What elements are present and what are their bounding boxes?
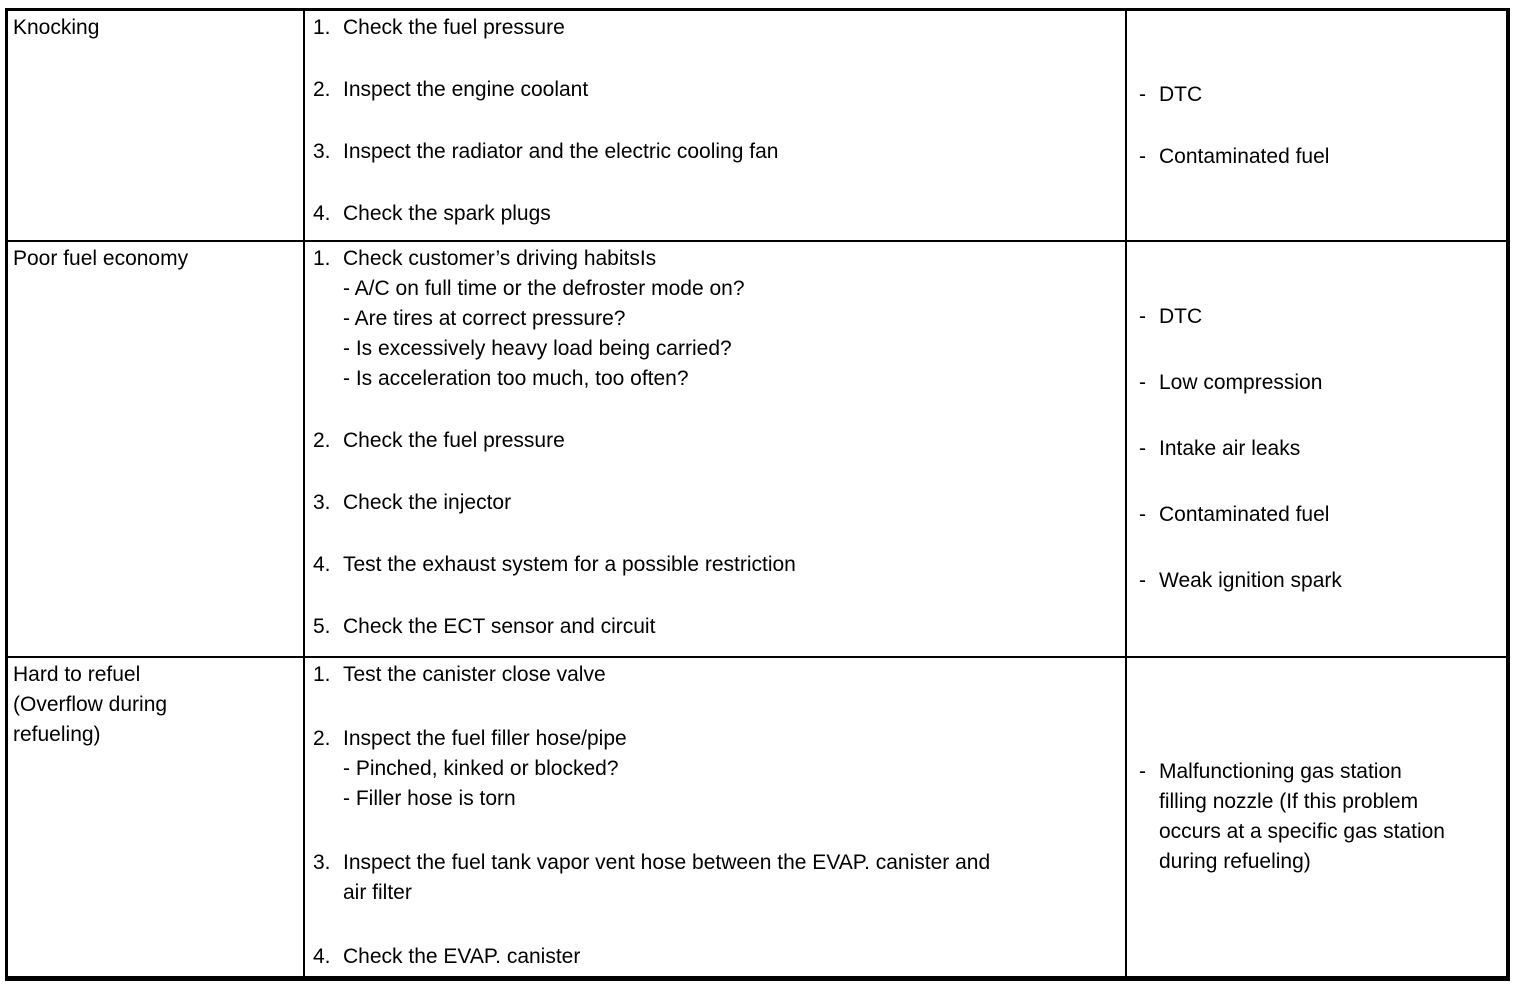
- step-item: 1. Check customer’s driving habitsIs - A…: [313, 244, 1121, 394]
- cause-text: Contaminated fuel: [1159, 144, 1330, 168]
- symptom-cell: Poor fuel economy: [8, 242, 305, 656]
- step-sub-item: - Is acceleration too much, too often?: [343, 367, 689, 390]
- cause-text: Intake air leaks: [1159, 437, 1301, 460]
- step-number: 4.: [313, 945, 331, 968]
- step-item: 4. Test the exhaust system for a possibl…: [313, 550, 1121, 580]
- step-number: 2.: [313, 429, 331, 452]
- symptom-text: refueling): [13, 723, 101, 746]
- cause-text: Contaminated fuel: [1159, 503, 1330, 526]
- cause-item: - Contaminated fuel: [1139, 500, 1502, 530]
- dash-bullet: -: [1139, 569, 1146, 592]
- step-item: 3. Inspect the fuel tank vapor vent hose…: [313, 848, 1121, 908]
- step-item: 2. Inspect the engine coolant: [313, 75, 1121, 105]
- cause-item: - DTC: [1139, 80, 1502, 110]
- step-text: Check the fuel pressure: [343, 16, 565, 39]
- cause-text: Weak ignition spark: [1159, 569, 1342, 592]
- step-text: Check customer’s driving habitsIs: [343, 247, 657, 270]
- step-number: 2.: [313, 78, 331, 101]
- symptom-text: Hard to refuel: [13, 663, 141, 686]
- cause-text: during refueling): [1159, 850, 1311, 873]
- step-item: 4. Check the spark plugs: [313, 199, 1121, 229]
- step-sub-item: - Is excessively heavy load being carrie…: [343, 337, 732, 360]
- step-number: 4.: [313, 202, 331, 225]
- dash-bullet: -: [1139, 82, 1146, 106]
- step-text: Check the fuel pressure: [343, 429, 565, 452]
- step-text: Inspect the engine coolant: [343, 78, 589, 101]
- cause-item: - Malfunctioning gas station filling noz…: [1139, 757, 1502, 877]
- step-text: Inspect the radiator and the electric co…: [343, 140, 779, 163]
- step-item: 1. Check the fuel pressure: [313, 13, 1121, 43]
- cause-text: occurs at a specific gas station: [1159, 820, 1445, 843]
- table-row-knocking: Knocking 1. Check the fuel pressure 2. I…: [8, 11, 1506, 240]
- possible-causes-cell: - DTC - Contaminated fuel: [1127, 11, 1506, 240]
- symptom-cell: Hard to refuel (Overflow during refuelin…: [8, 658, 305, 976]
- step-sub-item: - A/C on full time or the defroster mode…: [343, 277, 745, 300]
- step-item: 4. Check the EVAP. canister: [313, 942, 1121, 972]
- step-text: Test the canister close valve: [343, 663, 606, 686]
- step-text: Check the spark plugs: [343, 202, 551, 225]
- table-row-poor-fuel-economy: Poor fuel economy 1. Check customer’s dr…: [8, 240, 1506, 656]
- step-item: 3. Inspect the radiator and the electric…: [313, 137, 1121, 167]
- step-number: 1.: [313, 663, 331, 686]
- step-item: 3. Check the injector: [313, 488, 1121, 518]
- step-number: 3.: [313, 851, 331, 874]
- step-number: 1.: [313, 247, 331, 270]
- step-number: 5.: [313, 615, 331, 638]
- cause-text: Low compression: [1159, 371, 1323, 394]
- cause-item: - Intake air leaks: [1139, 434, 1502, 464]
- possible-causes-cell: - Malfunctioning gas station filling noz…: [1127, 658, 1506, 976]
- step-sub-item: - Are tires at correct pressure?: [343, 307, 626, 330]
- inspection-steps-cell: 1. Check the fuel pressure 2. Inspect th…: [305, 11, 1127, 240]
- step-number: 2.: [313, 727, 331, 750]
- dash-bullet: -: [1139, 503, 1146, 526]
- symptom-text: Poor fuel economy: [13, 247, 189, 270]
- step-text: Inspect the fuel filler hose/pipe: [343, 727, 627, 750]
- table-row-hard-to-refuel: Hard to refuel (Overflow during refuelin…: [8, 656, 1506, 976]
- possible-causes-cell: - DTC - Low compression - Intake air lea…: [1127, 242, 1506, 656]
- step-sub-item: - Pinched, kinked or blocked?: [343, 757, 619, 780]
- step-number: 3.: [313, 491, 331, 514]
- dash-bullet: -: [1139, 437, 1146, 460]
- step-number: 4.: [313, 553, 331, 576]
- step-number: 1.: [313, 16, 331, 39]
- cause-item: - DTC: [1139, 302, 1502, 332]
- cause-item: - Low compression: [1139, 368, 1502, 398]
- step-number: 3.: [313, 140, 331, 163]
- dash-bullet: -: [1139, 305, 1146, 328]
- step-text: Check the ECT sensor and circuit: [343, 615, 656, 638]
- cause-text: DTC: [1159, 82, 1203, 106]
- symptom-text: Knocking: [13, 16, 100, 39]
- step-item: 2. Check the fuel pressure: [313, 426, 1121, 456]
- dash-bullet: -: [1139, 760, 1146, 783]
- cause-text: DTC: [1159, 305, 1203, 328]
- step-text: Check the EVAP. canister: [343, 945, 581, 968]
- step-item: 1. Test the canister close valve: [313, 660, 1121, 690]
- cause-item: - Weak ignition spark: [1139, 566, 1502, 596]
- step-item: 2. Inspect the fuel filler hose/pipe - P…: [313, 724, 1121, 814]
- cause-text: Malfunctioning gas station: [1159, 760, 1402, 783]
- inspection-steps-cell: 1. Check customer’s driving habitsIs - A…: [305, 242, 1127, 656]
- step-item: 5. Check the ECT sensor and circuit: [313, 612, 1121, 642]
- inspection-steps-cell: 1. Test the canister close valve 2. Insp…: [305, 658, 1127, 976]
- dash-bullet: -: [1139, 144, 1146, 168]
- step-text: air filter: [343, 881, 412, 904]
- symptom-text: (Overflow during: [13, 693, 168, 716]
- troubleshooting-table: Knocking 1. Check the fuel pressure 2. I…: [5, 8, 1510, 981]
- cause-text: filling nozzle (If this problem: [1159, 790, 1419, 813]
- symptom-cell: Knocking: [8, 11, 305, 240]
- cause-item: - Contaminated fuel: [1139, 142, 1502, 172]
- step-text: Test the exhaust system for a possible r…: [343, 553, 796, 576]
- dash-bullet: -: [1139, 371, 1146, 394]
- step-sub-item: - Filler hose is torn: [343, 787, 516, 810]
- step-text: Check the injector: [343, 491, 512, 514]
- step-text: Inspect the fuel tank vapor vent hose be…: [343, 851, 991, 874]
